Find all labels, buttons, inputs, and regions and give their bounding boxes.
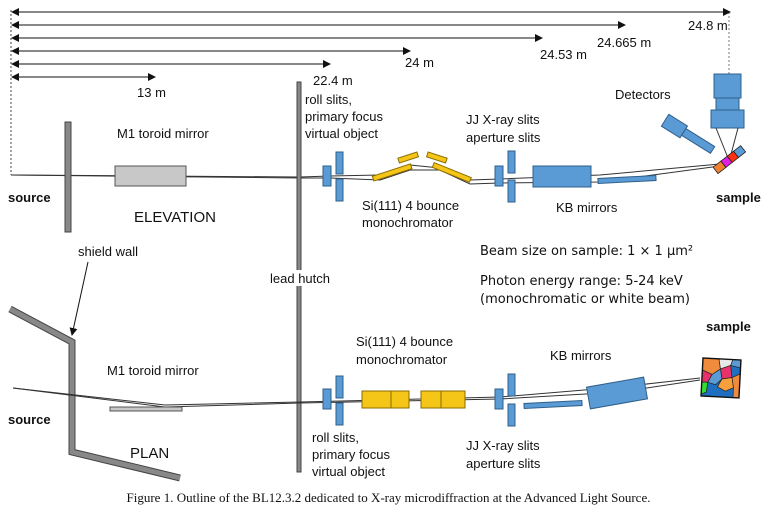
plan-sample-label: sample	[706, 319, 751, 334]
elevation-roll-slit-b	[335, 151, 344, 175]
elevation-mono-label-2: monochromator	[362, 215, 454, 230]
detector-top-part-1	[713, 73, 742, 99]
plan-roll-slits-label-1: roll slits,	[312, 430, 359, 445]
distance-arrows	[11, 8, 731, 81]
plan-mono-label-1: Si(111) 4 bounce	[356, 334, 453, 349]
shield-wall-label: shield wall	[78, 244, 138, 259]
elevation-view-label: ELEVATION	[134, 209, 216, 226]
plan-mono-crystal-3	[420, 390, 442, 409]
plan-view: M1 toroid mirror source PLAN roll slits,…	[8, 305, 751, 482]
elevation-shield-wall	[64, 121, 72, 233]
plan-m1-label: M1 toroid mirror	[107, 363, 199, 378]
elevation-view: M1 toroid mirror source ELEVATION roll s…	[8, 73, 761, 233]
energy-note-text: (monochromatic or white beam)	[480, 292, 690, 307]
plan-kb-label: KB mirrors	[550, 348, 612, 363]
elevation-roll-slits-label-1: roll slits,	[305, 92, 352, 107]
plan-mono-crystal-2	[390, 390, 410, 409]
detector-top-part-2	[715, 97, 740, 111]
plan-roll-slit-c	[335, 402, 344, 426]
plan-sample	[700, 357, 742, 399]
elevation-mono-label-1: Si(111) 4 bounce	[362, 198, 459, 213]
beam-size-text: Beam size on sample: 1 × 1 μm²	[480, 244, 693, 259]
plan-mono-crystal-1	[361, 390, 392, 409]
plan-mono-crystal-4	[440, 390, 466, 409]
plan-jj-label-1: JJ X-ray slits	[466, 438, 540, 453]
plan-kb-mirror-2	[585, 376, 649, 410]
elevation-sample	[712, 145, 747, 175]
distance-label-22.4: 22.4 m	[313, 73, 353, 88]
elevation-roll-slits-label-3: virtual object	[305, 126, 378, 141]
elevation-mono-crystal-1	[371, 163, 413, 182]
elevation-jj-slit-c	[507, 179, 516, 203]
detector-top-part-3	[710, 109, 745, 129]
plan-roll-slits-label-3: virtual object	[312, 464, 385, 479]
detectors-label: Detectors	[615, 87, 671, 102]
elevation-jj-label-1: JJ X-ray slits	[466, 112, 540, 127]
elevation-jj-slit-b	[507, 150, 516, 174]
plan-mono-label-2: monochromator	[356, 352, 448, 367]
distance-label-24: 24 m	[405, 55, 434, 70]
plan-jj-label-2: aperture slits	[466, 456, 541, 471]
distance-label-24.53: 24.53 m	[540, 47, 587, 62]
elevation-roll-slit-c	[335, 178, 344, 202]
elevation-mono-crystal-4	[431, 162, 472, 183]
plan-source-label: source	[8, 412, 51, 427]
lead-hutch-label: lead hutch	[270, 271, 330, 286]
beamline-diagram: 24.8 m 24.665 m 24.53 m 24 m 22.4 m 13 m…	[8, 8, 761, 482]
elevation-sample-label: sample	[716, 190, 761, 205]
plan-jj-slit-c	[507, 403, 516, 427]
distance-label-24.8: 24.8 m	[688, 18, 728, 33]
lead-hutch-label-bg	[268, 270, 340, 286]
elevation-roll-slit-a	[322, 165, 332, 187]
elevation-jj-slit-a	[494, 165, 504, 187]
elevation-mono-crystal-2	[397, 151, 420, 164]
elevation-kb-label: KB mirrors	[556, 200, 618, 215]
plan-m1-mirror	[109, 406, 183, 412]
distance-label-24.665: 24.665 m	[597, 35, 651, 50]
plan-jj-slit-b	[507, 373, 516, 397]
plan-roll-slit-b	[335, 375, 344, 399]
plan-kb-mirror-1	[523, 399, 583, 410]
elevation-kb-mirror-1	[532, 165, 592, 188]
figure-caption: Figure 1. Outline of the BL12.3.2 dedica…	[126, 490, 651, 505]
elevation-m1-mirror	[114, 165, 187, 187]
detector-side	[660, 113, 716, 155]
elevation-source-label: source	[8, 190, 51, 205]
detector-cone-left	[715, 127, 729, 159]
elevation-jj-label-2: aperture slits	[466, 130, 541, 145]
elevation-m1-label: M1 toroid mirror	[117, 126, 209, 141]
elevation-mono-crystal-3	[425, 151, 448, 164]
plan-jj-slit-a	[494, 388, 504, 410]
plan-roll-slit-a	[322, 388, 332, 410]
elevation-roll-slits-label-2: primary focus	[305, 109, 384, 124]
energy-range-text: Photon energy range: 5-24 keV	[480, 274, 683, 289]
shield-wall-arrow	[69, 261, 89, 336]
plan-view-label: PLAN	[130, 445, 169, 462]
plan-roll-slits-label-2: primary focus	[312, 447, 391, 462]
elevation-kb-mirror-2	[597, 174, 657, 185]
distance-label-13: 13 m	[137, 85, 166, 100]
